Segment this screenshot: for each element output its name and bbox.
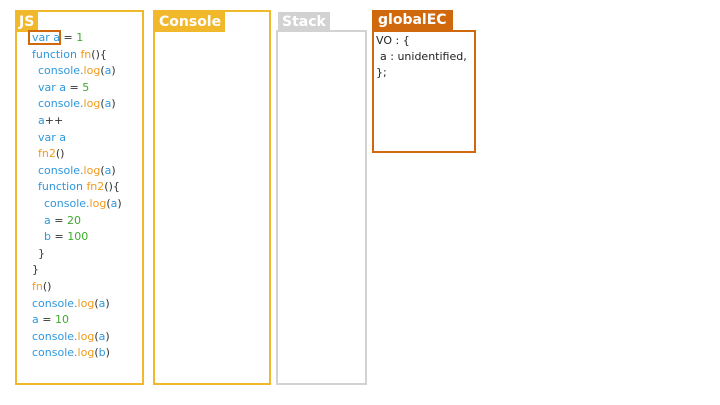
code-token: b <box>98 346 106 359</box>
code-token: ) <box>111 164 116 177</box>
code-token: a <box>98 330 106 343</box>
code-token: var a <box>32 31 61 44</box>
code-token: console. <box>32 330 78 343</box>
code-token: function <box>32 48 81 61</box>
code-token: } <box>38 247 45 260</box>
code-token: console. <box>44 197 90 210</box>
code-line: console.log(a) <box>38 64 116 77</box>
code-token: () <box>42 280 52 293</box>
code-line: var a <box>38 131 66 144</box>
global-ec-title: globalEC <box>372 10 453 30</box>
code-line: console.log(a) <box>38 97 116 110</box>
code-token: ( <box>106 197 111 210</box>
code-line: console.log(a) <box>38 164 116 177</box>
code-line: a = 10 <box>32 313 69 326</box>
code-token: 1 <box>76 31 84 44</box>
stack-panel-title: Stack <box>278 12 330 32</box>
code-token: console. <box>32 346 78 359</box>
code-token: ( <box>94 346 99 359</box>
code-token: log <box>83 97 101 110</box>
code-token: a <box>104 97 112 110</box>
code-line: a = 20 <box>44 214 81 227</box>
code-token: a <box>104 164 112 177</box>
code-token: var a <box>38 131 67 144</box>
code-line: } <box>38 247 45 260</box>
code-token: log <box>77 330 95 343</box>
vo-entry: a : unidentified, <box>380 50 467 63</box>
code-token: ) <box>105 297 110 310</box>
code-token: log <box>77 297 95 310</box>
code-token: a <box>98 297 106 310</box>
code-token: log <box>83 164 101 177</box>
code-token: console. <box>38 64 84 77</box>
code-token: ( <box>100 97 105 110</box>
vo-entry: }; <box>376 66 387 79</box>
code-line: var a = 1 <box>32 31 83 44</box>
code-token: var a <box>38 81 67 94</box>
code-line: var a = 5 <box>38 81 89 94</box>
code-token: ++ <box>44 114 64 127</box>
code-token: log <box>89 197 107 210</box>
code-token: (){ <box>104 180 120 193</box>
code-token: function <box>38 180 87 193</box>
code-line: console.log(a) <box>32 297 110 310</box>
code-token: = <box>66 81 83 94</box>
code-token: ) <box>105 330 110 343</box>
code-token: fn2 <box>38 147 56 160</box>
code-token: a <box>104 64 112 77</box>
current-line-highlight <box>28 30 61 45</box>
code-line: console.log(a) <box>32 330 110 343</box>
code-token: console. <box>38 164 84 177</box>
global-ec-box <box>372 30 476 153</box>
js-code-panel <box>15 10 144 385</box>
code-token: = <box>50 214 67 227</box>
code-token: () <box>55 147 65 160</box>
code-line: a++ <box>38 114 63 127</box>
code-token: (){ <box>91 48 107 61</box>
code-token: = <box>60 31 77 44</box>
code-token: log <box>83 64 101 77</box>
code-line: function fn2(){ <box>38 180 120 193</box>
js-panel-title: JS <box>15 12 39 32</box>
call-stack-panel <box>276 30 367 385</box>
code-line: function fn(){ <box>32 48 107 61</box>
code-token: } <box>32 263 39 276</box>
code-token: ( <box>100 64 105 77</box>
code-line: console.log(b) <box>32 346 110 359</box>
code-token: 5 <box>82 81 90 94</box>
code-token: a <box>110 197 118 210</box>
code-token: fn2 <box>86 180 105 193</box>
code-token: 10 <box>54 313 69 326</box>
console-panel-title: Console <box>155 12 226 32</box>
code-line: } <box>32 263 39 276</box>
code-token: fn <box>32 280 43 293</box>
code-token: ) <box>111 64 116 77</box>
code-token: ( <box>94 330 99 343</box>
code-token: 100 <box>67 230 89 243</box>
code-line: fn() <box>32 280 51 293</box>
code-line: fn2() <box>38 147 64 160</box>
code-token: ( <box>94 297 99 310</box>
code-token: = <box>50 230 68 243</box>
code-token: ( <box>100 164 105 177</box>
code-token: console. <box>38 97 84 110</box>
code-token: b <box>44 230 51 243</box>
code-token: ) <box>117 197 122 210</box>
code-line: b = 100 <box>44 230 88 243</box>
code-token: = <box>38 313 55 326</box>
code-token: a <box>32 313 39 326</box>
code-token: a <box>38 114 45 127</box>
code-line: console.log(a) <box>44 197 122 210</box>
code-token: ) <box>105 346 110 359</box>
vo-entry: VO : { <box>376 34 410 47</box>
code-token: a <box>44 214 51 227</box>
code-token: ) <box>111 97 116 110</box>
code-token: 20 <box>66 214 81 227</box>
code-token: console. <box>32 297 78 310</box>
code-token: log <box>77 346 95 359</box>
code-token: fn <box>80 48 92 61</box>
console-panel <box>153 10 271 385</box>
